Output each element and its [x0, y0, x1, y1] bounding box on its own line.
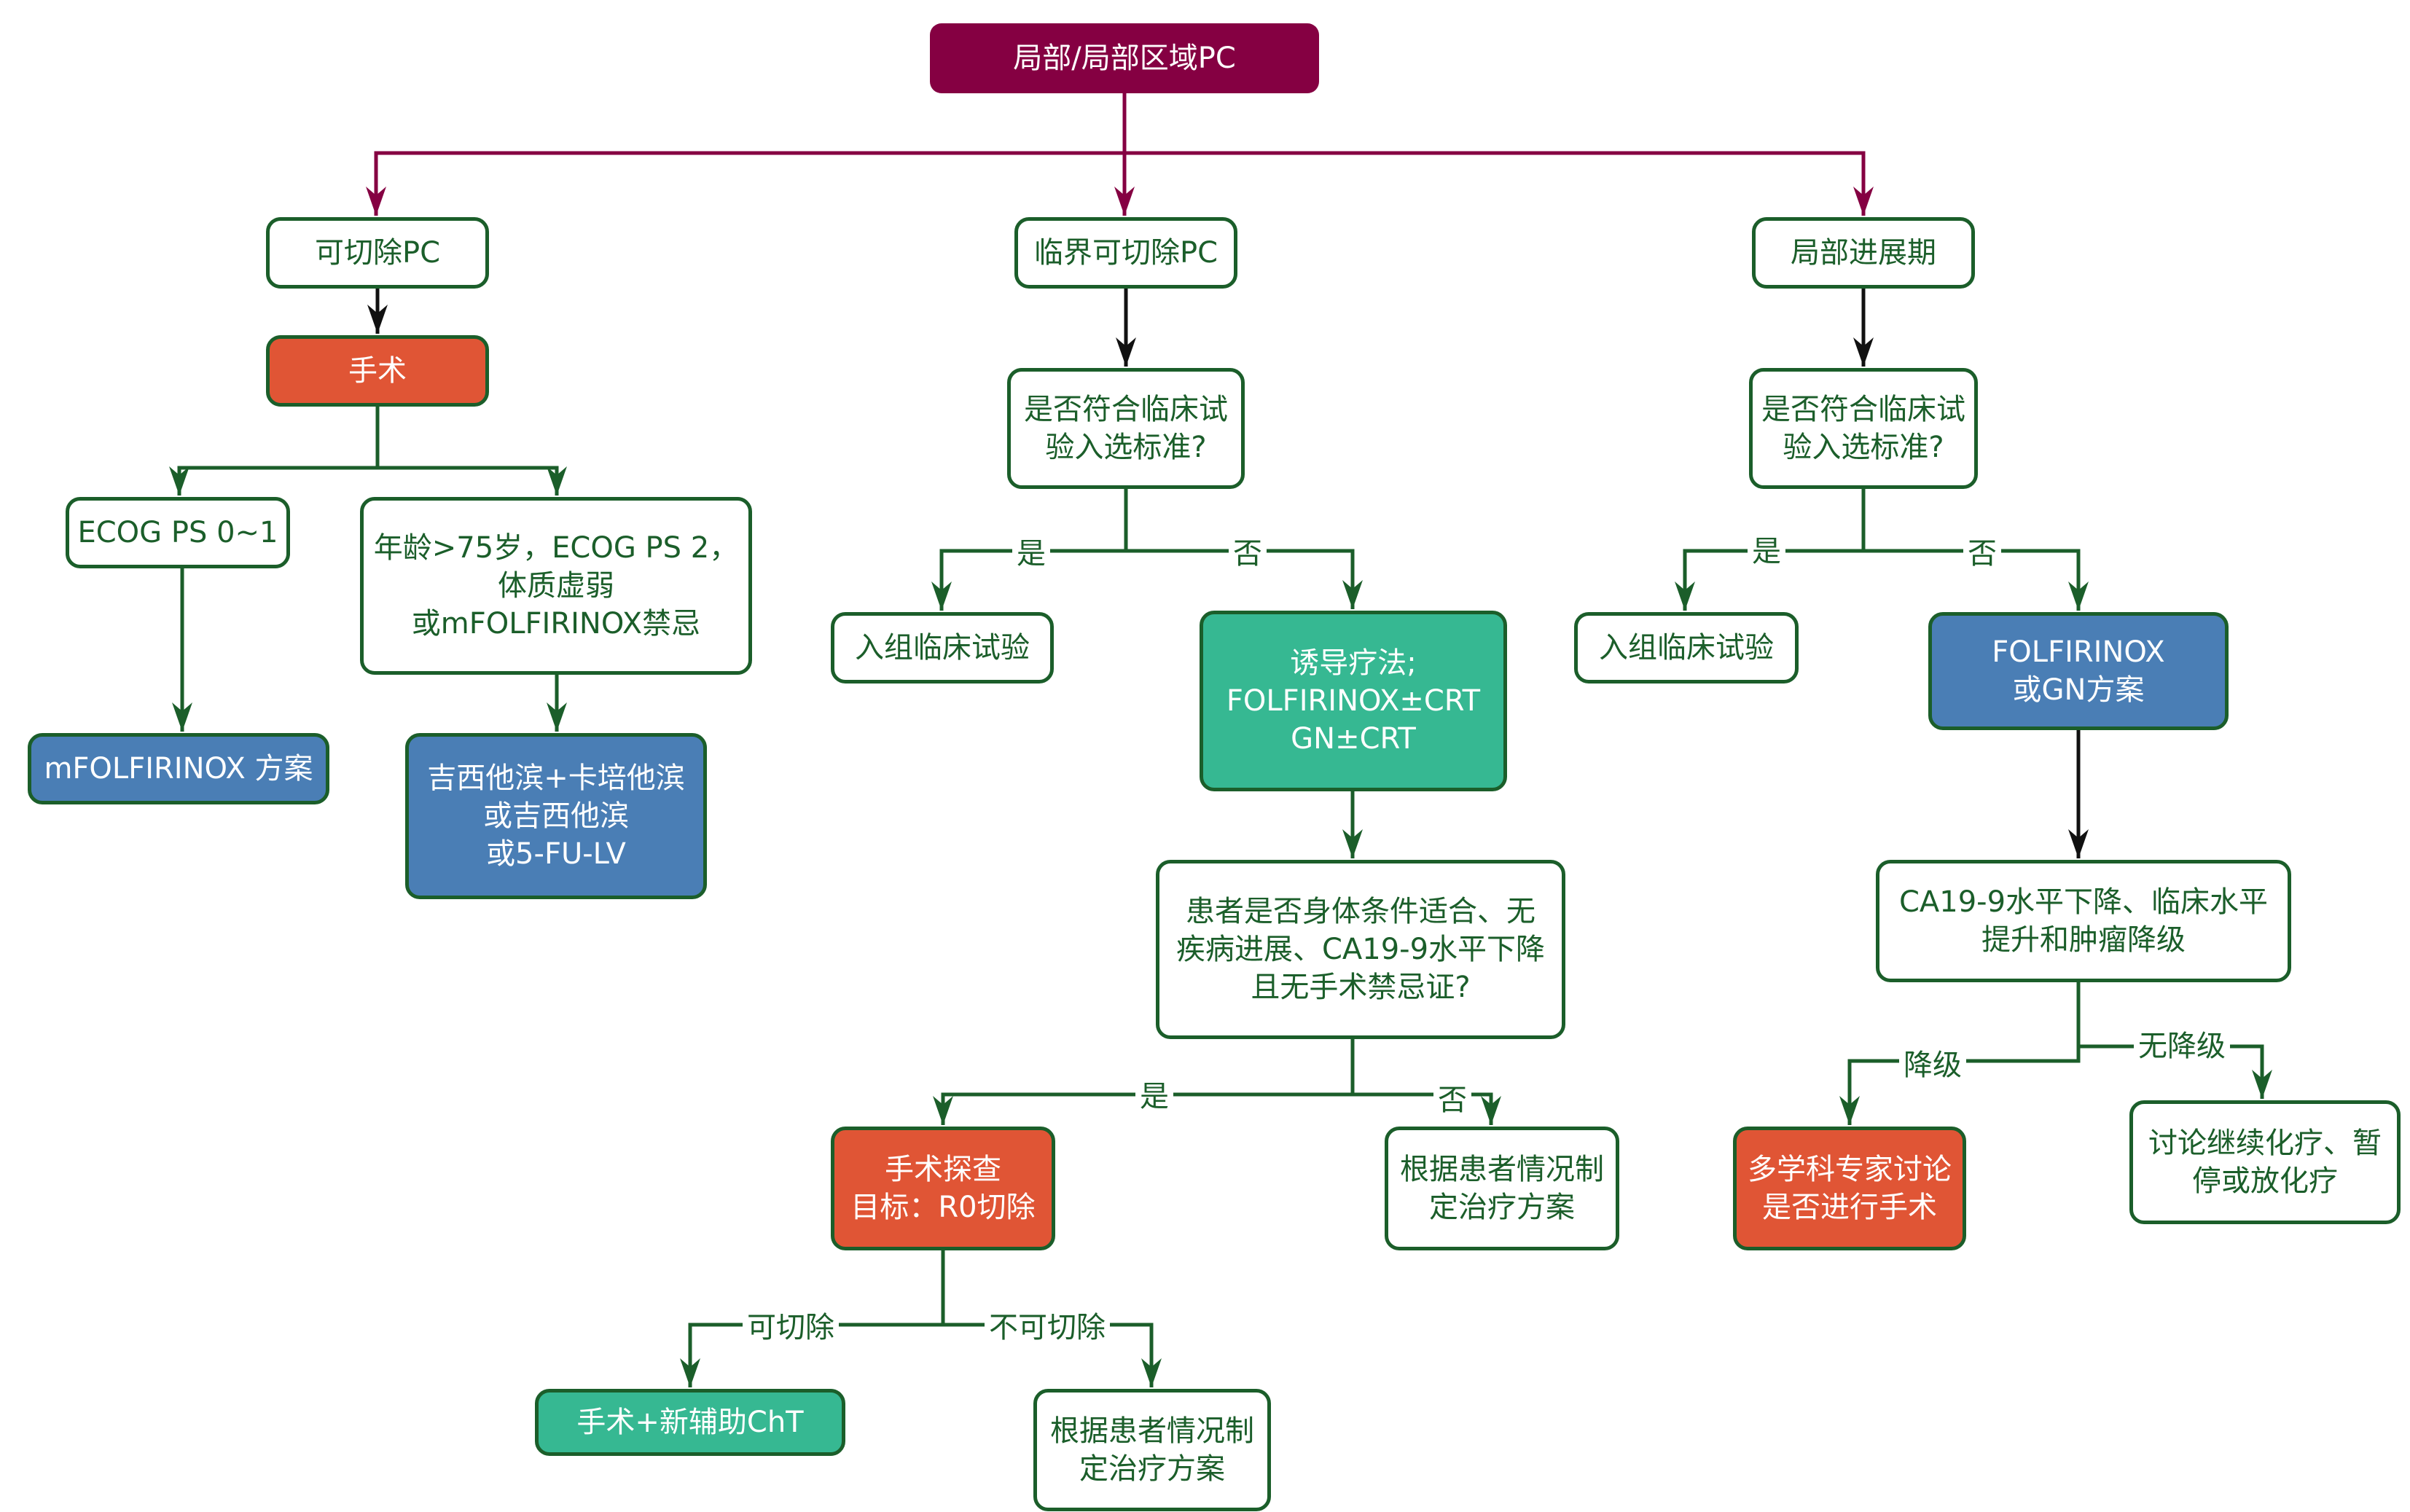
edge-question-yes-2-arrowhead: [931, 581, 952, 611]
edge-induction-fitness-arrowhead: [1342, 829, 1363, 858]
individual-plan-node-1: 根据患者情况制 定治疗方案: [1385, 1127, 1619, 1250]
edge-surgery-ecog-arrowhead: [169, 466, 189, 495]
resectable-pc-node: 可切除PC: [266, 217, 489, 289]
mfolfirinox-node: mFOLFIRINOX 方案: [28, 733, 329, 804]
response-node: CA19-9水平下降、临床水平 提升和肿瘤降级: [1876, 860, 2291, 982]
connector-lines: [169, 93, 2272, 1387]
root-node: 局部/局部区域PC: [930, 23, 1319, 93]
ecog-0-1-node: ECOG PS 0~1: [66, 497, 290, 568]
enroll-trial-node-2: 入组临床试验: [831, 612, 1054, 683]
edge-response-not-downstaged-arrowhead: [2252, 1070, 2272, 1099]
edge-label-no-3: 否: [1963, 539, 2001, 568]
edge-explore-resectable-arrowhead: [680, 1358, 700, 1387]
surgical-exploration-node: 手术探查 目标：R0切除: [831, 1127, 1055, 1250]
induction-therapy-node: 诱导疗法; FOLFIRINOX±CRT GN±CRT: [1200, 611, 1507, 791]
edge-label-no-fitness: 否: [1433, 1086, 1471, 1115]
edge-resectable-surgery-arrowhead: [367, 305, 388, 334]
individual-plan-node-2: 根据患者情况制 定治疗方案: [1033, 1389, 1271, 1511]
edge-response-downstaged-arrowhead: [1839, 1096, 1860, 1125]
trial-criteria-question-3: 是否符合临床试 验入选标准?: [1749, 368, 1978, 489]
frail-patient-node: 年龄>75岁，ECOG PS 2， 体质虚弱 或mFOLFIRINOX禁忌: [360, 497, 752, 675]
edge-question-yes-3-arrowhead: [1675, 581, 1695, 611]
surgery-adjuvant-node: 手术+新辅助ChT: [535, 1389, 845, 1456]
continue-chemo-node: 讨论继续化疗、暂 停或放化疗: [2129, 1100, 2401, 1224]
trial-criteria-question-2: 是否符合临床试 验入选标准?: [1007, 368, 1245, 489]
locally-advanced-node: 局部进展期: [1752, 217, 1975, 289]
edge-borderline-question-arrowhead: [1116, 337, 1136, 367]
edge-root-center-arrowhead: [1114, 187, 1135, 216]
edge-root-sides: [374, 151, 1866, 216]
surgery-node: 手术: [266, 335, 489, 407]
fitness-question-node: 患者是否身体条件适合、无 疾病进展、CA19-9水平下降 且无手术禁忌证?: [1156, 860, 1565, 1039]
edge-fitness-no-arrowhead: [1481, 1096, 1501, 1125]
edge-advanced-question-arrowhead: [1853, 337, 1874, 367]
borderline-pc-node: 临界可切除PC: [1014, 217, 1237, 289]
edge-question-no-3-arrowhead: [2068, 581, 2089, 611]
enroll-trial-node-3: 入组临床试验: [1574, 612, 1799, 683]
edge-label-resectable: 可切除: [743, 1313, 839, 1342]
edge-root-right-arrowhead: [1853, 187, 1874, 216]
edge-explore-unresectable-arrowhead: [1141, 1358, 1162, 1387]
edge-label-yes-3: 是: [1748, 537, 1785, 566]
edge-fitness-yes-arrowhead: [933, 1096, 953, 1125]
edge-question-no-2-arrowhead: [1342, 580, 1363, 609]
edge-label-yes-fitness: 是: [1135, 1082, 1173, 1111]
edge-surgery-frail-arrowhead: [547, 466, 567, 495]
edge-regimen-response-arrowhead: [2068, 829, 2089, 858]
edge-label-no-2: 否: [1229, 539, 1267, 568]
edge-surgery-ecog: [177, 407, 380, 495]
edge-label-unresectable: 不可切除: [985, 1313, 1110, 1342]
edge-root-left-arrowhead: [366, 187, 386, 216]
edge-label-yes-2: 是: [1012, 539, 1050, 568]
edge-label-downstaged: 降级: [1899, 1051, 1966, 1080]
edge-ecog-mfolfirinox-arrowhead: [172, 702, 192, 732]
edge-surgery-frail: [377, 466, 559, 495]
mdt-discussion-node: 多学科专家讨论 是否进行手术: [1733, 1127, 1966, 1250]
regimen-node: FOLFIRINOX 或GN方案: [1928, 612, 2229, 730]
edge-frail-gem-arrowhead: [547, 702, 567, 732]
gemcitabine-options-node: 吉西他滨+卡培他滨 或吉西他滨 或5-FU-LV: [405, 733, 707, 899]
edge-label-not-downstaged: 无降级: [2134, 1032, 2230, 1061]
